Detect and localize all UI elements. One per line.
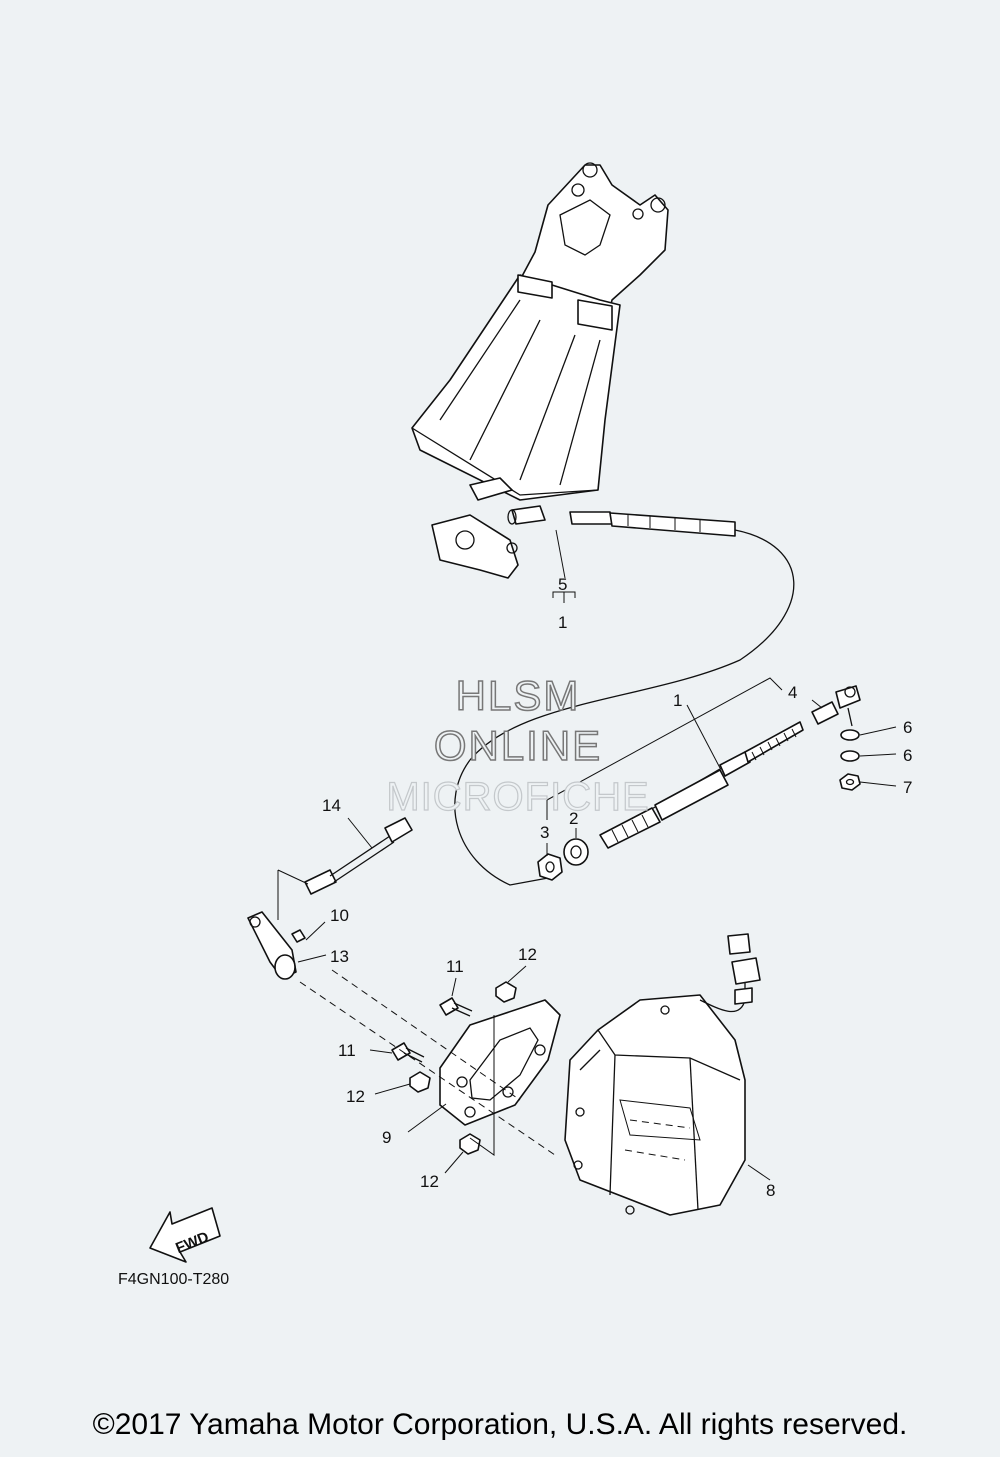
part-13-lever <box>247 911 306 980</box>
cable-lower-end <box>599 721 804 849</box>
steering-nozzle-housing <box>411 162 669 579</box>
callout-5: 5 <box>558 575 567 594</box>
callout-12a: 12 <box>518 945 537 964</box>
callout-7: 7 <box>903 778 912 797</box>
callout-12c: 12 <box>420 1172 439 1191</box>
callout-6b: 6 <box>903 746 912 765</box>
callout-6a: 6 <box>903 718 912 737</box>
bolts-11 <box>391 997 473 1063</box>
callout-labels: 5 1 1 4 6 6 7 2 3 14 10 13 11 12 11 12 9… <box>322 575 912 1200</box>
callout-2: 2 <box>569 809 578 828</box>
part-4-ball-joint <box>811 685 861 727</box>
watermark-line-2: ONLINE <box>434 722 602 769</box>
callout-9: 9 <box>382 1128 391 1147</box>
callout-14: 14 <box>322 796 341 815</box>
watermark-line-3: MICROFICHE <box>386 775 649 819</box>
copyright-notice: ©2017 Yamaha Motor Corporation, U.S.A. A… <box>92 1408 908 1441</box>
callout-1-mid: 1 <box>673 691 682 710</box>
callout-11a: 11 <box>446 957 464 976</box>
washers-and-nut <box>839 729 861 791</box>
watermark: HLSM ONLINE MICROFICHE <box>386 671 650 819</box>
callout-10: 10 <box>330 906 349 925</box>
nuts-12 <box>409 981 517 1155</box>
part-14-rod <box>304 817 413 895</box>
fwd-arrow: FWD <box>149 1207 221 1263</box>
callout-11b: 11 <box>338 1041 356 1060</box>
callout-4: 4 <box>788 683 797 702</box>
part-9-gasket <box>439 999 561 1126</box>
cable-upper-end <box>454 505 795 886</box>
washer-2-and-nut-3 <box>537 838 589 881</box>
diagram-code: F4GN100-T280 <box>118 1271 229 1288</box>
hidden-lines <box>624 1119 691 1161</box>
callout-12b: 12 <box>346 1087 365 1106</box>
leader-lines <box>277 529 897 1181</box>
part-8-control-box <box>564 933 761 1216</box>
callout-8: 8 <box>766 1181 775 1200</box>
callout-1-top: 1 <box>558 613 567 632</box>
watermark-line-1: HLSM <box>456 672 581 719</box>
callout-3: 3 <box>540 823 549 842</box>
callout-13: 13 <box>330 947 349 966</box>
